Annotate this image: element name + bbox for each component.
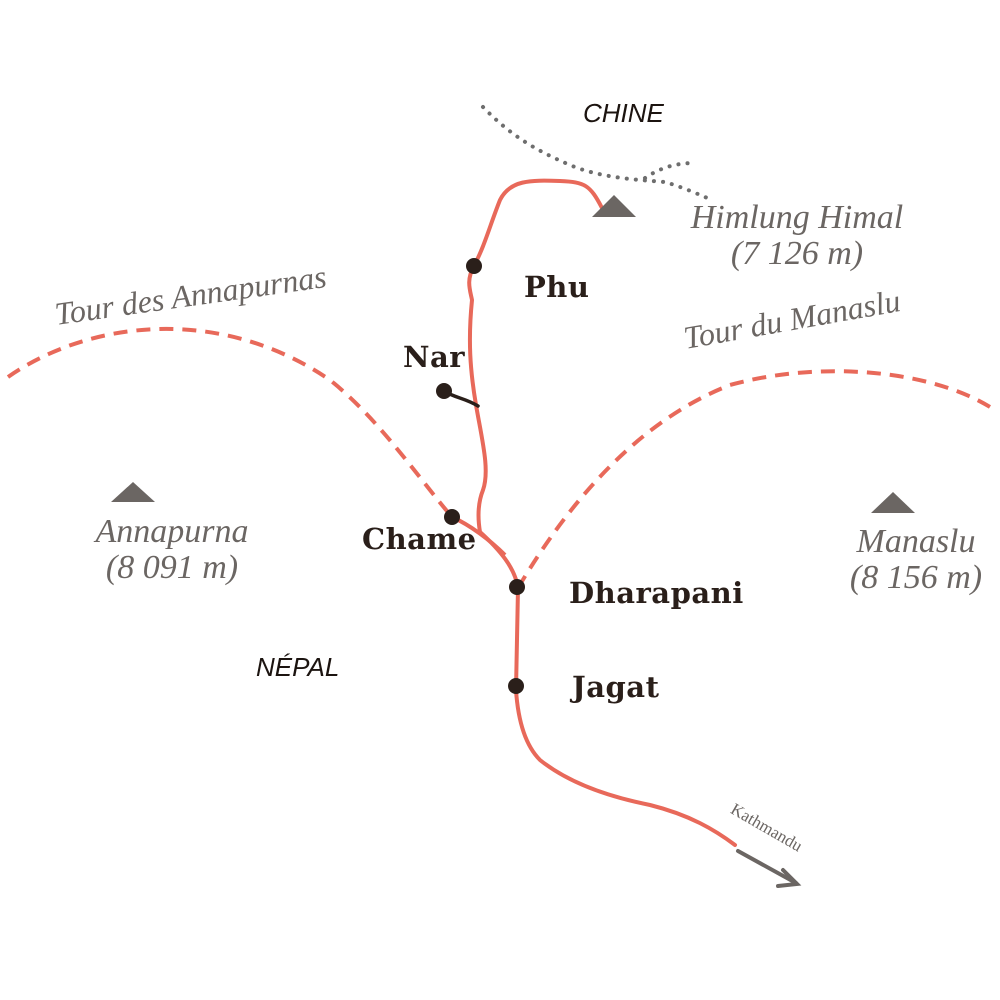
- annapurna-peak-icon: [111, 482, 155, 502]
- town-jagat: Jagat: [572, 670, 660, 704]
- town-dharapani: Dharapani: [569, 576, 744, 610]
- jagat-marker: [508, 678, 524, 694]
- town-nar: Nar: [403, 340, 466, 374]
- peak-annapurna: Annapurna (8 091 m): [72, 514, 272, 586]
- trek-tour-du-manaslu: [516, 369, 992, 590]
- country-china: CHINE: [583, 98, 664, 128]
- trek-route: [467, 178, 737, 847]
- town-chame: Chame: [362, 522, 477, 556]
- peak-name: Manaslu: [856, 523, 976, 560]
- town-phu: Phu: [524, 270, 590, 304]
- peak-manaslu: Manaslu (8 156 m): [826, 524, 1000, 596]
- himlung-peak-icon: [592, 195, 636, 217]
- phu-marker: [466, 258, 482, 274]
- peak-altitude: (8 156 m): [849, 559, 983, 596]
- trek-tour-des-annapurnas: [6, 327, 454, 519]
- peak-name: Himlung Himal: [690, 199, 904, 236]
- peak-name: Annapurna: [95, 513, 249, 550]
- peak-altitude: (8 091 m): [105, 549, 239, 586]
- chame-marker: [444, 509, 460, 525]
- peak-altitude: (7 126 m): [730, 235, 864, 272]
- country-nepal: NÉPAL: [256, 652, 340, 682]
- border-china-nepal: [481, 105, 714, 202]
- dharapani-marker: [509, 579, 525, 595]
- town-markers: [436, 258, 525, 694]
- nar-marker: [436, 383, 452, 399]
- manaslu-peak-icon: [871, 492, 915, 513]
- peak-himlung: Himlung Himal (7 126 m): [672, 200, 922, 272]
- kathmandu-arrow: [736, 849, 802, 888]
